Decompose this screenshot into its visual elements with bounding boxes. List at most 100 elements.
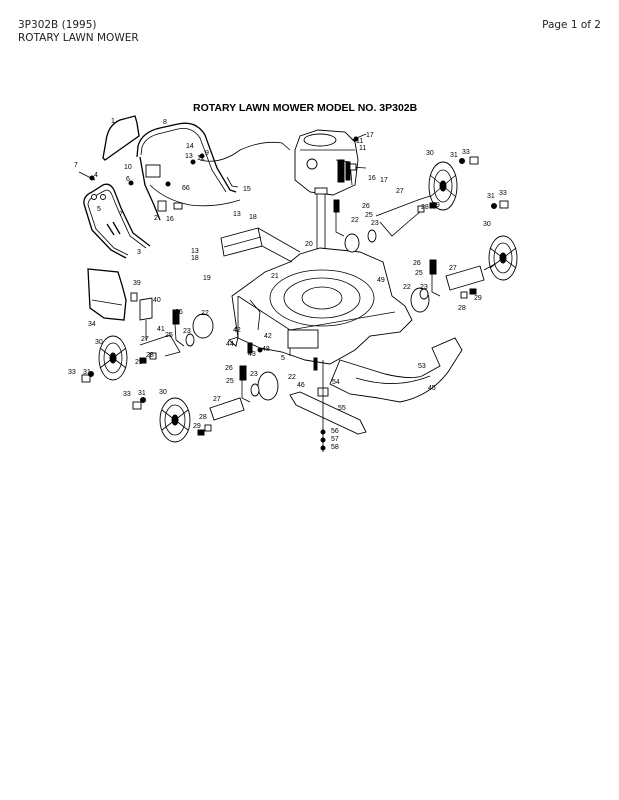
part-label-33: 33 bbox=[499, 190, 507, 197]
part-label-44: 44 bbox=[226, 341, 234, 348]
part-label-45: 45 bbox=[428, 385, 436, 392]
part-label-11: 11 bbox=[356, 138, 363, 145]
part-label-25: 25 bbox=[365, 212, 373, 219]
part-label-43: 43 bbox=[248, 351, 256, 358]
document-subtitle: ROTARY LAWN MOWER bbox=[18, 32, 139, 44]
part-label-18: 18 bbox=[191, 255, 199, 262]
part-label-48: 48 bbox=[262, 346, 270, 353]
part-label-39: 39 bbox=[133, 280, 141, 287]
part-label-23: 23 bbox=[420, 284, 428, 291]
part-label-66: 66 bbox=[182, 185, 190, 192]
part-label-13: 13 bbox=[191, 248, 199, 255]
part-label-28: 28 bbox=[421, 204, 429, 211]
part-label-27: 27 bbox=[141, 336, 149, 343]
part-label-23: 23 bbox=[250, 371, 258, 378]
part-label-29: 29 bbox=[193, 423, 201, 430]
page-number: Page 1 of 2 bbox=[542, 19, 601, 31]
part-label-31: 31 bbox=[450, 152, 458, 159]
part-label-53: 53 bbox=[418, 363, 426, 370]
part-label-20: 20 bbox=[305, 241, 313, 248]
mower-deck bbox=[231, 247, 413, 365]
part-label-26: 26 bbox=[225, 365, 233, 372]
part-label-29: 29 bbox=[432, 202, 440, 209]
control-cable bbox=[199, 141, 291, 162]
part-label-2: 2 bbox=[154, 215, 158, 222]
discharge-chute bbox=[329, 337, 463, 403]
wheel-front-left bbox=[159, 397, 191, 443]
part-label-42: 42 bbox=[264, 333, 272, 340]
part-label-14: 14 bbox=[186, 143, 194, 150]
part-label-21: 21 bbox=[271, 273, 279, 280]
part-label-13: 13 bbox=[233, 211, 241, 218]
diagram-title: ROTARY LAWN MOWER MODEL NO. 3P302B bbox=[193, 102, 418, 114]
part-label-4: 4 bbox=[94, 172, 98, 179]
part-label-29: 29 bbox=[474, 295, 482, 302]
part-label-22: 22 bbox=[288, 374, 296, 381]
part-label-25: 25 bbox=[415, 270, 423, 277]
part-label-26: 26 bbox=[175, 309, 183, 316]
part-label-17: 17 bbox=[366, 132, 374, 139]
part-label-22: 22 bbox=[403, 284, 411, 291]
part-label-19: 19 bbox=[203, 275, 211, 282]
part-label-28: 28 bbox=[146, 352, 154, 359]
part-label-16: 16 bbox=[368, 175, 376, 182]
height-adjusters bbox=[139, 195, 496, 436]
part-label-16: 16 bbox=[166, 216, 174, 223]
part-label-13: 13 bbox=[185, 153, 193, 160]
part-label-30: 30 bbox=[483, 221, 491, 228]
part-label-29: 29 bbox=[135, 359, 143, 366]
part-label-23: 23 bbox=[371, 220, 379, 227]
part-label-31: 31 bbox=[487, 193, 495, 200]
part-label-5: 5 bbox=[281, 355, 285, 362]
part-label-25: 25 bbox=[226, 378, 234, 385]
part-label-26: 26 bbox=[413, 260, 421, 267]
part-40 bbox=[139, 297, 153, 321]
part-label-33: 33 bbox=[68, 369, 76, 376]
part-label-30: 30 bbox=[159, 389, 167, 396]
part-label-1: 1 bbox=[111, 118, 115, 125]
handle-hardware bbox=[78, 153, 239, 236]
part-label-30: 30 bbox=[426, 150, 434, 157]
engine bbox=[294, 129, 359, 255]
part-label-31: 31 bbox=[138, 390, 146, 397]
part-label-18: 18 bbox=[249, 214, 257, 221]
part-label-55: 55 bbox=[338, 405, 346, 412]
part-label-33: 33 bbox=[462, 149, 470, 156]
part-label-22: 22 bbox=[201, 310, 209, 317]
part-label-28: 28 bbox=[199, 414, 207, 421]
part-label-30: 30 bbox=[95, 339, 103, 346]
part-label-40: 40 bbox=[153, 297, 161, 304]
part-label-58: 58 bbox=[331, 444, 339, 451]
part-label-22: 22 bbox=[351, 217, 359, 224]
part-label-25: 25 bbox=[165, 332, 173, 339]
part-label-9: 9 bbox=[205, 150, 209, 157]
part-label-46: 46 bbox=[297, 382, 305, 389]
part-label-10: 10 bbox=[124, 164, 132, 171]
part-label-49: 49 bbox=[377, 277, 385, 284]
hub-cap bbox=[469, 156, 479, 165]
part-label-34: 34 bbox=[88, 321, 96, 328]
part-label-26: 26 bbox=[362, 203, 370, 210]
grass-bag-frame bbox=[87, 268, 127, 321]
part-label-31: 31 bbox=[83, 369, 91, 376]
wheel-front-right bbox=[488, 235, 518, 281]
part-label-7: 7 bbox=[119, 211, 123, 218]
upper-handle bbox=[83, 115, 237, 259]
part-label-27: 27 bbox=[213, 396, 221, 403]
blade-assembly bbox=[289, 360, 367, 452]
part-label-7: 7 bbox=[74, 162, 78, 169]
part-label-27: 27 bbox=[449, 265, 457, 272]
part-label-42: 42 bbox=[233, 327, 241, 334]
wheel-rear-right bbox=[428, 161, 458, 211]
wheel-rear-left bbox=[98, 335, 128, 381]
document-id: 3P302B (1995) bbox=[18, 19, 97, 31]
part-label-41: 41 bbox=[157, 326, 165, 333]
part-label-15: 15 bbox=[243, 186, 251, 193]
part-label-5: 5 bbox=[97, 206, 101, 213]
part-44 bbox=[228, 336, 239, 347]
part-label-23: 23 bbox=[183, 328, 191, 335]
part-label-33: 33 bbox=[123, 391, 131, 398]
part-label-3: 3 bbox=[137, 249, 141, 256]
part-label-12: 12 bbox=[197, 155, 205, 162]
